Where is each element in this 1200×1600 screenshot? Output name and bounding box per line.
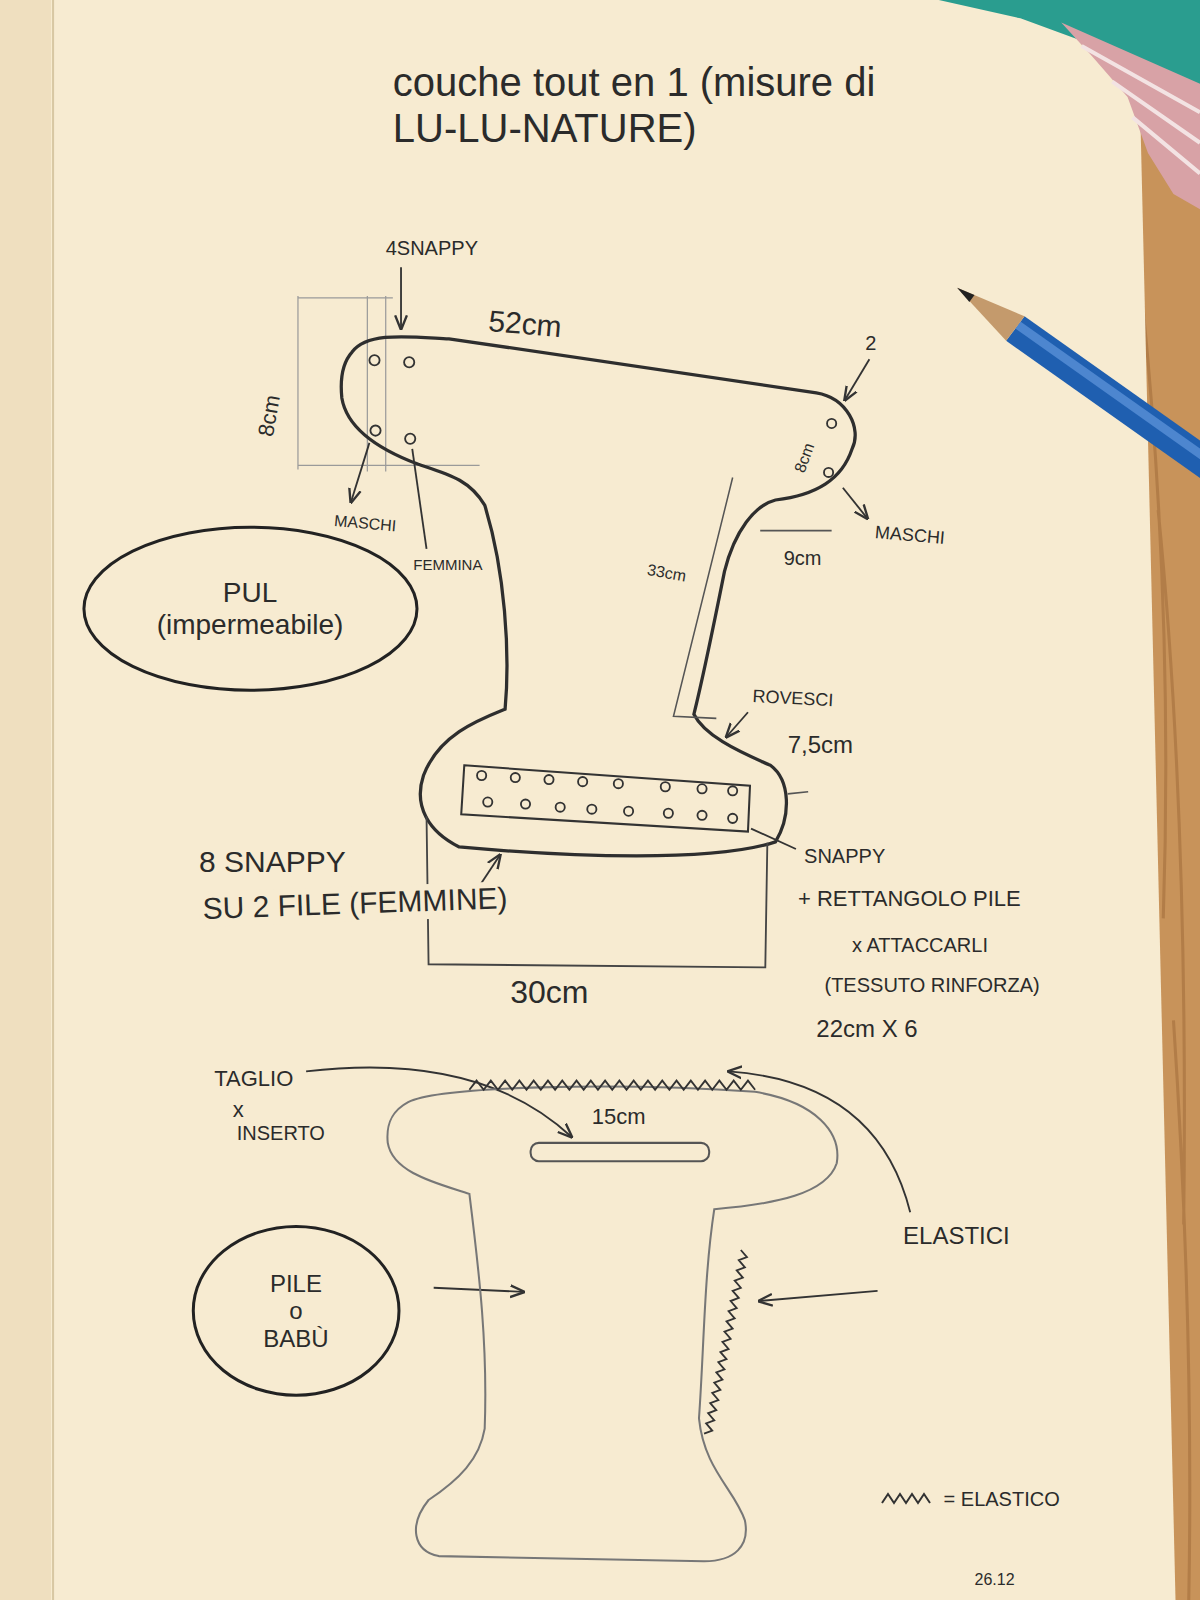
snap xyxy=(827,419,836,428)
leader-line xyxy=(412,449,426,549)
dimension-line xyxy=(298,465,480,466)
note-text: (TESSUTO RINFORZA) xyxy=(824,974,1039,997)
callout-text: 4SNAPPY xyxy=(386,237,478,260)
page-title: couche tout en 1 (misure di LU-LU-NATURE… xyxy=(393,59,878,151)
snap xyxy=(511,773,520,782)
note-text: INSERTO xyxy=(237,1122,325,1145)
pencil-lead xyxy=(957,288,974,302)
snap xyxy=(370,426,380,436)
note-text: SU 2 FILE (FEMMINE) xyxy=(199,881,511,926)
pencil-body xyxy=(1006,316,1200,488)
dimension-label: 52cm xyxy=(487,304,563,345)
callout-text: FEMMINA xyxy=(413,556,482,573)
circled-note: PUL (impermeabile) xyxy=(77,522,424,695)
dimension-line xyxy=(673,478,732,719)
snap xyxy=(521,799,530,808)
leader-arrow xyxy=(400,267,402,328)
snap xyxy=(728,814,737,823)
diaper-outline-pile xyxy=(387,1087,837,1562)
elastic-zigzag xyxy=(469,1081,755,1090)
callout-text: MASCHI xyxy=(874,522,946,549)
snap xyxy=(697,784,706,793)
elastic-zigzag xyxy=(882,1494,930,1503)
leader-arrow xyxy=(759,1291,877,1301)
snap xyxy=(477,771,486,780)
callout-text: ELASTICI xyxy=(903,1222,1010,1250)
leader-group xyxy=(306,267,910,1301)
dimension-label: 33cm xyxy=(646,561,688,586)
snap xyxy=(556,803,565,812)
ellipse-outline xyxy=(193,1227,399,1396)
snap xyxy=(483,797,492,806)
legend-text: = ELASTICO xyxy=(944,1488,1060,1511)
snap xyxy=(404,357,414,367)
snap-strip xyxy=(461,765,750,831)
snap xyxy=(624,807,633,816)
diaper-outline-pul xyxy=(341,337,855,856)
leader-arrow xyxy=(434,1288,524,1292)
snap xyxy=(614,779,623,788)
leader-arrow xyxy=(306,1068,571,1137)
leader-arrow xyxy=(845,359,869,400)
fabric-pattern xyxy=(1082,46,1200,174)
guide-line xyxy=(385,296,386,472)
pink-fabric xyxy=(1061,22,1200,209)
dimension-tick xyxy=(788,792,808,794)
leader-arrow xyxy=(727,712,748,736)
dimension-label: 22cm X 6 xyxy=(816,1015,917,1043)
dimension-line xyxy=(760,530,831,532)
pencil-wood xyxy=(957,288,1024,341)
note-text: SNAPPY xyxy=(804,845,885,868)
node-text-wrap: PUL (impermeabile) xyxy=(140,577,360,641)
ellipse-outline xyxy=(83,528,416,691)
snap xyxy=(728,786,737,795)
leader-arrow xyxy=(843,488,867,519)
pencil-highlight xyxy=(1015,321,1200,476)
snap xyxy=(578,777,587,786)
dimension-label: 7,5cm xyxy=(788,731,853,759)
notebook-spine xyxy=(0,0,51,1600)
legend-swatch xyxy=(880,1488,936,1510)
page-edge xyxy=(52,0,54,1600)
callout-text: ROVESCI xyxy=(752,686,834,711)
dimension-label: 30cm xyxy=(510,974,588,1011)
dimension-label: 9cm xyxy=(784,547,822,570)
dimension-label: 8cm xyxy=(253,393,285,438)
callout-number: 2 xyxy=(865,332,876,355)
snap xyxy=(824,468,833,477)
dimension-line xyxy=(297,296,298,469)
snap-group xyxy=(369,355,836,823)
leader-arrow xyxy=(351,443,369,502)
note-text: 8 SNAPPY xyxy=(199,845,346,880)
construction-lines xyxy=(298,296,480,472)
snap xyxy=(587,805,596,814)
node-text: PUL (impermeabile) xyxy=(140,577,360,641)
snap xyxy=(405,434,415,444)
node-text-wrap: PILE o BABÙ xyxy=(261,1270,331,1353)
snap xyxy=(544,775,553,784)
dimension-label: 8cm xyxy=(791,441,819,476)
node-text: PILE o BABÙ xyxy=(261,1270,331,1353)
note-text: x ATTACCARLI xyxy=(852,934,988,957)
snap xyxy=(697,811,706,820)
note-text: + RETTANGOLO PILE xyxy=(798,886,1021,911)
note-text: x xyxy=(233,1097,244,1122)
elastic-zigzag xyxy=(704,1250,747,1434)
date-text: 26.12 xyxy=(974,1571,1014,1589)
snap xyxy=(661,782,670,791)
dimension-line xyxy=(298,297,393,298)
circled-note: PILE o BABÙ xyxy=(189,1221,403,1401)
insert-slit xyxy=(531,1143,710,1161)
dimension-label: 15cm xyxy=(592,1104,646,1129)
note-text: TAGLIO xyxy=(214,1066,293,1091)
snap xyxy=(369,355,379,365)
legend-row: = ELASTICO xyxy=(880,1488,1060,1511)
leader-line xyxy=(751,829,796,849)
callout-text: MASCHI xyxy=(333,512,397,536)
snap xyxy=(664,809,673,818)
